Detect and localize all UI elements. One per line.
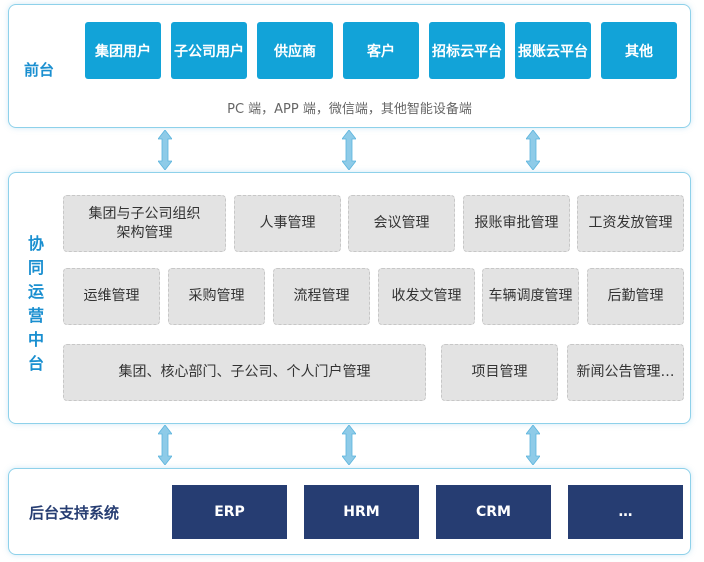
module-portal[interactable]: 集团、核心部门、子公司、个人门户管理 [63, 344, 426, 401]
front-button-reimbursement-cloud[interactable]: 报账云平台 [515, 22, 591, 79]
double-arrow-icon [342, 425, 356, 465]
module-meeting[interactable]: 会议管理 [348, 195, 455, 252]
double-arrow-icon [158, 130, 172, 170]
module-vehicle-dispatch[interactable]: 车辆调度管理 [482, 268, 579, 325]
system-more[interactable]: … [568, 485, 683, 539]
module-logistics[interactable]: 后勤管理 [587, 268, 684, 325]
module-procurement[interactable]: 采购管理 [168, 268, 265, 325]
double-arrow-icon [526, 130, 540, 170]
module-project[interactable]: 项目管理 [441, 344, 558, 401]
back-label: 后台支持系统 [29, 504, 120, 522]
front-button-subsidiary-users[interactable]: 子公司用户 [171, 22, 247, 79]
module-payroll[interactable]: 工资发放管理 [577, 195, 684, 252]
system-erp[interactable]: ERP [172, 485, 287, 539]
module-news[interactable]: 新闻公告管理… [567, 344, 684, 401]
double-arrow-icon [158, 425, 172, 465]
front-button-customer[interactable]: 客户 [343, 22, 419, 79]
front-panel: 前台 集团用户 子公司用户 供应商 客户 招标云平台 报账云平台 其他 PC 端… [8, 4, 691, 128]
module-reimbursement-approval[interactable]: 报账审批管理 [463, 195, 570, 252]
module-org-structure[interactable]: 集团与子公司组织 架构管理 [63, 195, 226, 252]
front-label: 前台 [24, 61, 55, 79]
front-button-bidding-cloud[interactable]: 招标云平台 [429, 22, 505, 79]
front-button-group-users[interactable]: 集团用户 [85, 22, 161, 79]
module-workflow[interactable]: 流程管理 [273, 268, 370, 325]
double-arrow-icon [342, 130, 356, 170]
module-hr[interactable]: 人事管理 [234, 195, 341, 252]
double-arrow-icon [526, 425, 540, 465]
module-operations[interactable]: 运维管理 [63, 268, 160, 325]
front-button-supplier[interactable]: 供应商 [257, 22, 333, 79]
system-hrm[interactable]: HRM [304, 485, 419, 539]
system-crm[interactable]: CRM [436, 485, 551, 539]
module-document[interactable]: 收发文管理 [378, 268, 475, 325]
middle-label: 协 同 运 营 中 台 [27, 234, 44, 373]
front-button-other[interactable]: 其他 [601, 22, 677, 79]
front-subtitle: PC 端，APP 端，微信端，其他智能设备端 [227, 102, 472, 117]
